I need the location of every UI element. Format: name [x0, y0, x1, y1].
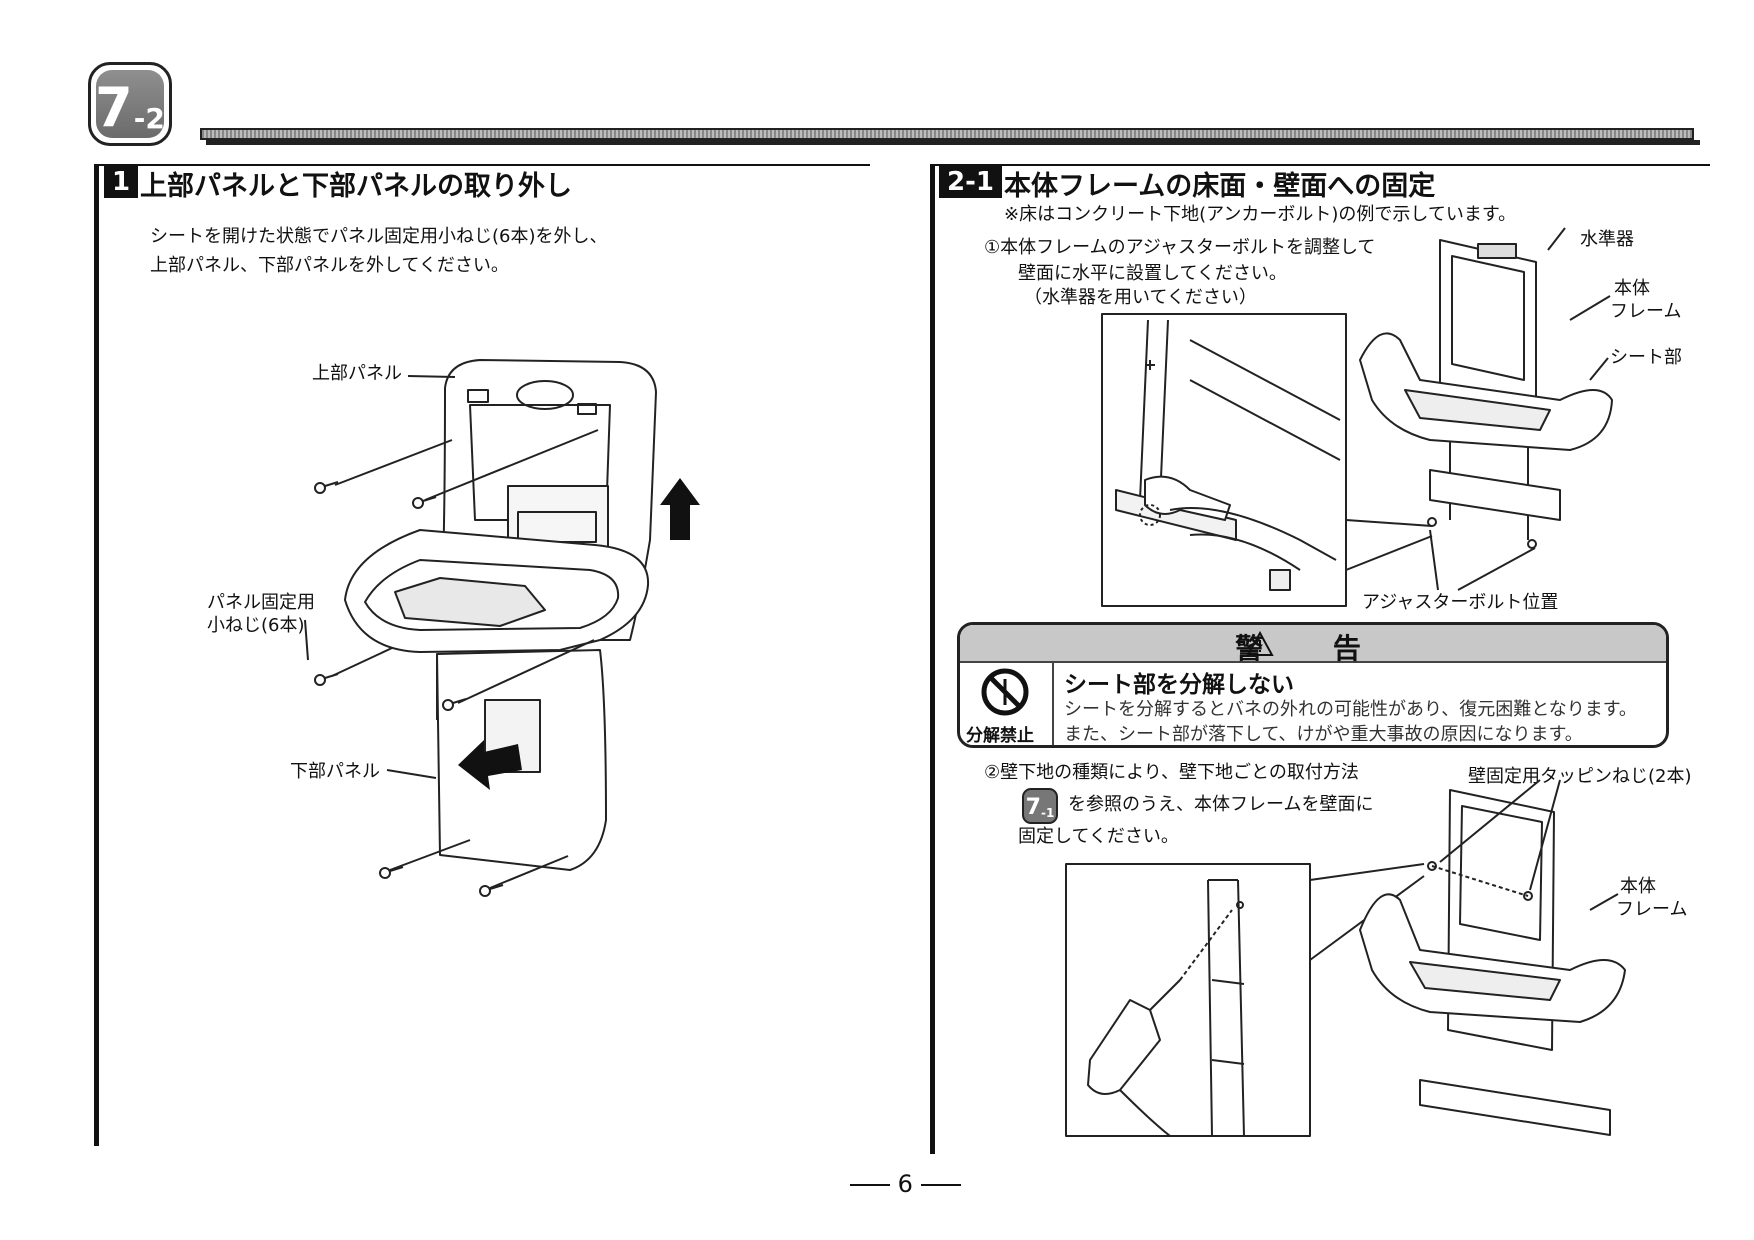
drill-detail-box [1065, 863, 1311, 1137]
step1-line3: （水準器を用いてください） [1024, 287, 1257, 308]
arrow-left-icon [458, 740, 522, 790]
section1-body-line1: シートを開けた状態でパネル固定用小ねじ(6本)を外し、 [150, 226, 608, 247]
section2-number: 2-1 [939, 166, 1002, 198]
section2-note: ※床はコンクリート下地(アンカーボルト)の例で示しています。 [1004, 204, 1517, 225]
screws-label-line2: 小ねじ(6本) [207, 615, 305, 636]
prohibit-cell: 分解禁止 [960, 661, 1054, 745]
page-number: 6 [850, 1170, 961, 1198]
section1-rule [94, 164, 870, 166]
section1-body-line2: 上部パネル、下部パネルを外してください。 [150, 255, 509, 276]
warning-title: 警 告 [1235, 632, 1391, 665]
header-rule-shadow [206, 140, 1700, 145]
step1-line1: ①本体フレームのアジャスターボルトを調整して [984, 237, 1376, 258]
warning-line-2: また、シート部が落下して、けがや重大事故の原因になります。 [1064, 724, 1583, 745]
warning-line-1: シートを分解するとバネの外れの可能性があり、復元困難となります。 [1064, 699, 1637, 720]
upper-panel-label: 上部パネル [312, 363, 402, 384]
reference-subnumber: -1 [1040, 806, 1055, 820]
page-number-value: 6 [897, 1170, 913, 1198]
level-label: 水準器 [1580, 229, 1634, 250]
warning-triangle-icon [1246, 631, 1274, 656]
screw-6 [479, 884, 504, 897]
reference-number: 7 [1025, 795, 1041, 820]
chapter-badge-face: 7-2 [95, 70, 165, 139]
no-disassembly-icon [981, 668, 1029, 716]
screw-2 [412, 496, 437, 509]
section1-title: 上部パネルと下部パネルの取り外し [140, 171, 572, 202]
warning-lead: シート部を分解しない [1064, 672, 1294, 698]
step1-line2: 壁面に水平に設置してください。 [1018, 263, 1287, 284]
chapter-reference-badge: 7-1 [1022, 788, 1058, 824]
section2-vertical-rule [930, 164, 935, 1154]
section2-rule [930, 164, 1710, 166]
adjuster-label: アジャスターボルト位置 [1362, 592, 1559, 613]
warning-header: 警 告 [960, 625, 1666, 665]
frame-label-1-line1: 本体 [1614, 278, 1650, 299]
wall-screws-label: 壁固定用タッピンねじ(2本) [1468, 766, 1692, 787]
arrow-up-icon [660, 478, 700, 540]
screws-label-line1: パネル固定用 [207, 592, 315, 613]
section2-title: 本体フレームの床面・壁面への固定 [1004, 171, 1436, 202]
section1-vertical-rule [94, 164, 99, 1146]
frame-label-2-line2: フレーム [1616, 899, 1688, 920]
frame-label-1-line2: フレーム [1610, 301, 1682, 322]
screw-4 [442, 698, 467, 711]
header-rule [200, 128, 1694, 140]
seat-label: シート部 [1610, 347, 1682, 368]
level-tool [1477, 243, 1517, 259]
chapter-number: 7 [95, 76, 133, 139]
screw-5 [379, 866, 404, 879]
prohibit-label: 分解禁止 [966, 726, 1034, 746]
frame-label-2-line1: 本体 [1620, 876, 1656, 897]
step2-line3: 固定してください。 [1018, 826, 1179, 847]
chapter-subnumber: -2 [133, 102, 165, 135]
step2-line2: を参照のうえ、本体フレームを壁面に [1068, 794, 1374, 815]
lower-panel-label: 下部パネル [290, 761, 380, 782]
screw-1 [314, 481, 339, 494]
step2-line1: ②壁下地の種類により、壁下地ごとの取付方法 [984, 762, 1359, 783]
screw-3 [314, 673, 339, 686]
section1-number: 1 [104, 166, 139, 198]
warning-box: 警 告 分解禁止 シート部を分解しない シートを分解するとバネの外れの可能性があ… [957, 622, 1669, 748]
chapter-badge: 7-2 [88, 62, 172, 146]
